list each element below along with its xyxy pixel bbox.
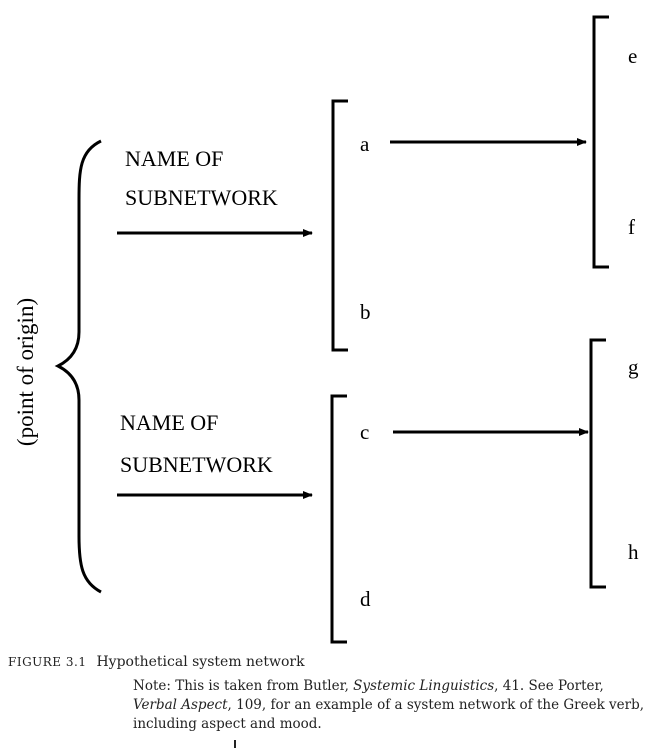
option-f: f [628,215,635,239]
option-a: a [360,132,370,156]
figure-label: FIGURE 3.1 [8,655,87,669]
option-d: d [360,587,371,611]
subnetwork-label-2-line1: NAME OF [120,410,218,435]
system-network-diagram: (point of origin) NAME OF SUBNETWORK NAM… [13,15,639,644]
system-bracket-ab [331,99,348,352]
subnetwork-label-2-line2: SUBNETWORK [120,452,273,477]
system-bracket-cd [330,394,347,644]
figure-caption: FIGURE 3.1 Hypothetical system network N… [8,652,648,734]
page-edge-mark [234,740,236,748]
option-h: h [628,540,639,564]
option-e: e [628,44,637,68]
option-g: g [628,355,639,379]
system-bracket-ef [592,15,609,269]
system-bracket-gh [589,338,606,589]
origin-label: (point of origin) [13,298,38,446]
figure-note: Note: This is taken from Butler, Systemi… [133,678,645,732]
subnetwork-label-1-line1: NAME OF [125,146,223,171]
option-c: c [360,420,369,444]
origin-brace [54,139,102,594]
option-b: b [360,300,371,324]
figure-title: Hypothetical system network [96,654,305,670]
subnetwork-label-1-line2: SUBNETWORK [125,185,278,210]
